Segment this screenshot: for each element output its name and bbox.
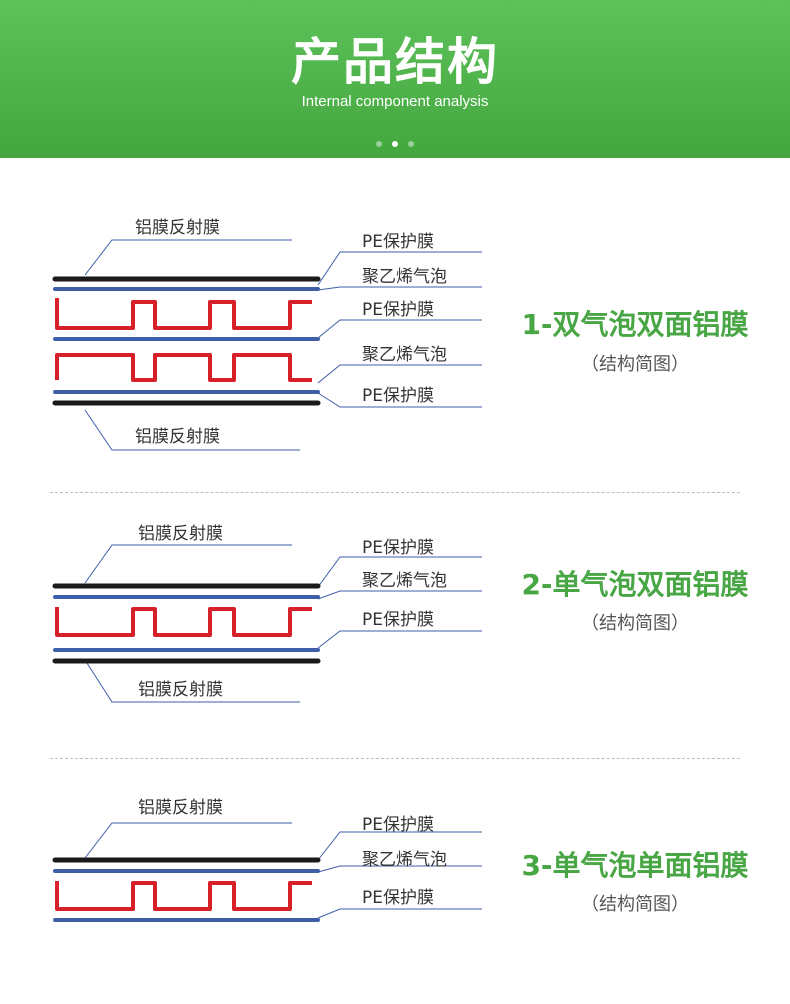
section-caption-2: （结构简图）: [581, 613, 689, 634]
leader-line: [84, 239, 292, 276]
diagram-single-bubble-double-foil: 铝膜反射膜 PE保护膜 聚乙烯气泡 PE保护膜 铝膜反射膜: [52, 524, 482, 703]
header-banner: 产品结构 Internal component analysis: [0, 0, 790, 158]
label-pe-1: PE保护膜: [362, 232, 434, 252]
label-pe-1: PE保护膜: [362, 538, 434, 558]
leader-line: [317, 251, 482, 286]
bubble-layer: [55, 298, 312, 330]
label-foil-bottom: 铝膜反射膜: [135, 427, 220, 447]
page-subtitle: Internal component analysis: [301, 93, 489, 110]
leader-line: [84, 659, 300, 703]
diagram-single-bubble-single-foil: 铝膜反射膜 PE保护膜 聚乙烯气泡 PE保护膜: [52, 798, 482, 922]
leader-line: [317, 319, 482, 339]
bubble-layer: [55, 881, 312, 911]
leader-line: [317, 865, 482, 873]
label-pe-2: PE保护膜: [362, 610, 434, 630]
leader-line: [317, 286, 482, 291]
divider: [50, 758, 740, 759]
leader-line: [317, 556, 482, 588]
carousel-dot-active[interactable]: [392, 141, 398, 147]
label-bubble-1: 聚乙烯气泡: [362, 267, 447, 287]
leader-line: [317, 590, 482, 600]
label-bubble: 聚乙烯气泡: [362, 850, 447, 870]
label-bubble: 聚乙烯气泡: [362, 571, 447, 591]
leader-line: [84, 409, 300, 451]
section-caption-1: （结构简图）: [581, 354, 689, 375]
leader-line: [317, 364, 482, 384]
diagram-double-bubble-double-foil: 铝膜反射膜 PE保护膜 聚乙烯气泡 PE保护膜 聚乙烯气泡 PE保护膜 铝膜反射…: [52, 218, 482, 451]
bubble-layer: [55, 353, 312, 382]
carousel-dots: [0, 132, 790, 151]
label-pe-2: PE保护膜: [362, 300, 434, 320]
carousel-dot[interactable]: [376, 141, 382, 147]
label-pe-2: PE保护膜: [362, 888, 434, 908]
label-foil-top: 铝膜反射膜: [135, 218, 220, 238]
section-title-3: 3-单气泡单面铝膜: [521, 849, 749, 882]
leader-line: [84, 544, 292, 584]
leader-line: [317, 392, 482, 408]
leader-line: [317, 630, 482, 649]
label-pe-1: PE保护膜: [362, 815, 434, 835]
leader-line: [317, 831, 482, 861]
section-title-2: 2-单气泡双面铝膜: [521, 568, 749, 601]
label-foil-bottom: 铝膜反射膜: [138, 680, 223, 700]
label-bubble-2: 聚乙烯气泡: [362, 345, 447, 365]
leader-line: [317, 908, 482, 919]
label-foil-top: 铝膜反射膜: [138, 524, 223, 544]
section-caption-3: （结构简图）: [581, 894, 689, 915]
label-foil: 铝膜反射膜: [138, 798, 223, 818]
carousel-dot[interactable]: [408, 141, 414, 147]
divider: [50, 492, 740, 493]
bubble-layer: [55, 607, 312, 637]
page-title: 产品结构: [291, 33, 499, 91]
section-title-1: 1-双气泡双面铝膜: [521, 308, 749, 341]
label-pe-3: PE保护膜: [362, 386, 434, 406]
leader-line: [84, 822, 292, 859]
